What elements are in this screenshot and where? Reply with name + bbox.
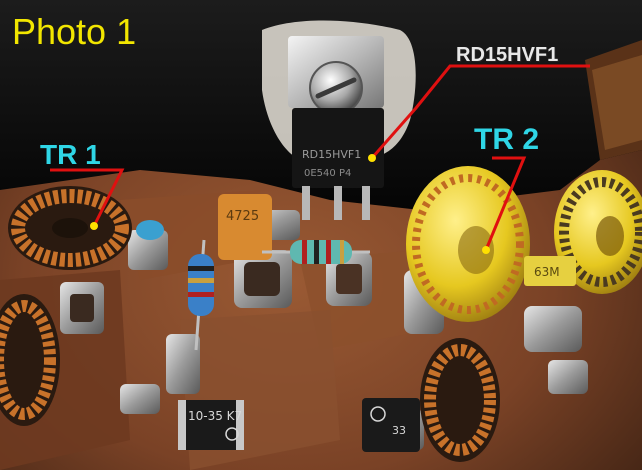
tantalum-capacitor-bottom: 10-35 K7	[178, 400, 244, 450]
tantalum-capacitor-top: 4725	[218, 194, 272, 260]
svg-text:RD15HVF1: RD15HVF1	[302, 148, 361, 161]
solder-pads	[60, 210, 588, 450]
tr1-toroid	[8, 186, 132, 270]
tr2-toroid	[406, 166, 530, 322]
tr1-label: TR 1	[40, 139, 101, 170]
right-toroid	[554, 170, 642, 294]
mosfet: RD15HVF1 0E540 P4	[288, 36, 384, 220]
ceramic-capacitor: 63M	[524, 256, 576, 286]
small-capacitor	[136, 220, 164, 240]
left-toroid	[0, 294, 60, 426]
svg-text:63M: 63M	[534, 265, 560, 279]
photo-title: Photo 1	[12, 11, 137, 52]
bottom-toroid	[420, 338, 500, 462]
tr2-label: TR 2	[474, 123, 540, 156]
resistor-vertical	[188, 239, 214, 351]
svg-text:4725: 4725	[226, 209, 259, 224]
leader-lines	[50, 64, 590, 254]
resistor-horizontal	[262, 240, 370, 264]
mosfet-part-label: RD15HVF1	[456, 44, 559, 66]
svg-text:10-35 K7: 10-35 K7	[188, 409, 242, 423]
svg-text:33: 33	[392, 424, 406, 437]
trimmer: 33	[362, 398, 420, 452]
svg-text:0E540 P4: 0E540 P4	[304, 168, 351, 179]
